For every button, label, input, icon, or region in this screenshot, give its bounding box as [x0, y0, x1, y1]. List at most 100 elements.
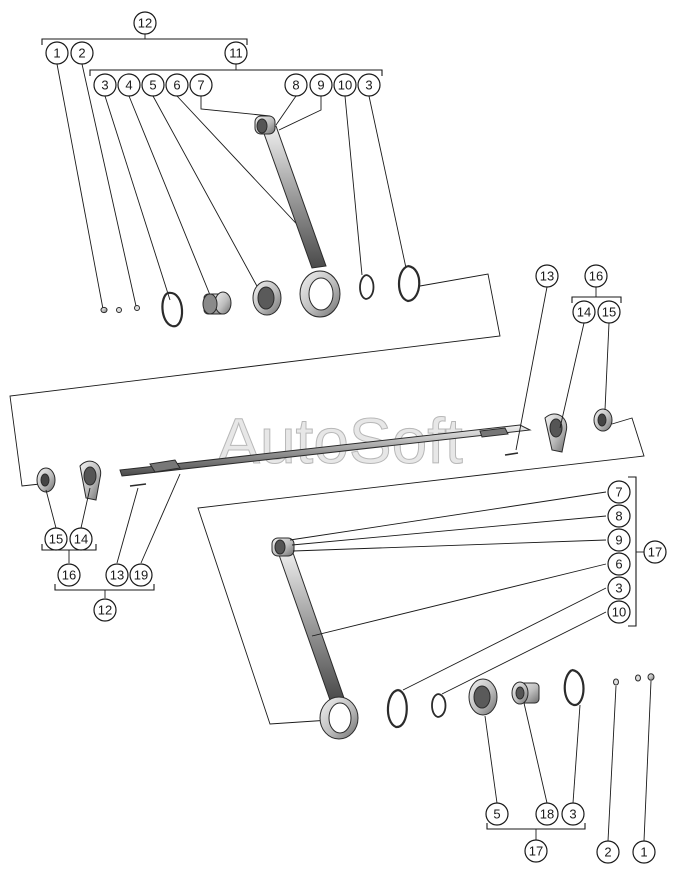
- svg-text:9: 9: [615, 533, 622, 548]
- assembly-link-line-top: [9, 273, 501, 487]
- callout-14-left: 14: [69, 527, 93, 551]
- callout-7-top: 7: [189, 73, 213, 97]
- callout-3b: 3: [357, 73, 381, 97]
- svg-text:3: 3: [365, 78, 372, 93]
- callout-6-top: 6: [165, 73, 189, 97]
- svg-text:17: 17: [529, 844, 543, 859]
- svg-text:16: 16: [589, 269, 603, 284]
- callout-13-right: 13: [535, 264, 559, 288]
- callout-6-lower: 6: [607, 552, 631, 576]
- bearing-15-left: [36, 467, 56, 493]
- callout-4: 4: [117, 73, 141, 97]
- washer-2-lower: [613, 674, 641, 686]
- small-nut-1-top: [100, 306, 108, 314]
- svg-text:1: 1: [640, 845, 647, 860]
- svg-text:18: 18: [540, 807, 554, 822]
- retaining-ring-3-lower-right: [563, 668, 585, 707]
- retaining-ring-10-lower: [431, 693, 447, 718]
- callout-13-left: 13: [105, 563, 129, 587]
- svg-text:5: 5: [149, 78, 156, 93]
- main-shaft-19: [119, 424, 532, 477]
- retaining-ring-3-lower: [386, 688, 408, 729]
- svg-text:12: 12: [98, 603, 112, 618]
- svg-text:1: 1: [53, 46, 60, 61]
- callout-3-lower: 3: [607, 576, 631, 600]
- connecting-rod-6-top: [254, 115, 341, 318]
- callout-9-top: 9: [309, 73, 333, 97]
- callout-8-lower: 8: [607, 504, 631, 528]
- bracket-12-top: [41, 34, 248, 45]
- retaining-ring-3b-top: [397, 264, 421, 303]
- callout-18: 18: [535, 802, 559, 826]
- callout-15-left: 15: [44, 527, 68, 551]
- key-13-right: [504, 452, 519, 456]
- svg-text:4: 4: [125, 78, 132, 93]
- callout-12-top: 12: [133, 11, 157, 35]
- assembly-link-line-bottom: [197, 417, 645, 725]
- svg-text:7: 7: [197, 78, 204, 93]
- callout-17-right: 17: [643, 540, 667, 564]
- key-13-left: [129, 483, 147, 487]
- callout-5-bottom: 5: [485, 802, 509, 826]
- svg-text:17: 17: [648, 545, 662, 560]
- leaders-shaft: [41, 286, 622, 598]
- bushing-18-lower: [511, 681, 540, 705]
- svg-text:15: 15: [49, 532, 63, 547]
- bearing-housing-14-left: [79, 460, 102, 501]
- svg-text:9: 9: [317, 78, 324, 93]
- callout-16-right: 16: [584, 264, 608, 288]
- callouts: 12 1 2 11 3 4 5 6 7 8 9 10 3 13 16 14 15…: [44, 11, 667, 864]
- callout-9-lower: 9: [607, 528, 631, 552]
- washer-2-top: [116, 305, 140, 313]
- connecting-rod-6-lower: [271, 537, 359, 740]
- svg-text:3: 3: [569, 807, 576, 822]
- callout-8-top: 8: [284, 73, 308, 97]
- callout-19: 19: [129, 563, 153, 587]
- svg-text:10: 10: [338, 78, 352, 93]
- svg-text:11: 11: [229, 46, 243, 61]
- callout-2-top: 2: [70, 41, 94, 65]
- callout-17-bottom: 17: [524, 839, 548, 863]
- svg-text:19: 19: [134, 568, 148, 583]
- svg-text:7: 7: [615, 485, 622, 500]
- bushing-4-top: [202, 291, 232, 315]
- svg-text:15: 15: [602, 305, 616, 320]
- svg-text:3: 3: [615, 581, 622, 596]
- bearing-housing-14-right: [544, 413, 568, 453]
- callout-1-bottom: 1: [632, 840, 656, 864]
- leaders-top: [56, 63, 407, 310]
- svg-text:14: 14: [74, 532, 88, 547]
- callout-16-left: 16: [57, 563, 81, 587]
- leaders-lower: [289, 476, 652, 842]
- bracket-11: [89, 64, 383, 76]
- svg-text:2: 2: [604, 845, 611, 860]
- callout-10-lower: 10: [607, 600, 631, 624]
- callout-11: 11: [224, 41, 248, 65]
- svg-text:12: 12: [138, 16, 152, 31]
- bearing-5-lower: [468, 678, 498, 716]
- svg-text:13: 13: [110, 568, 124, 583]
- svg-text:5: 5: [493, 807, 500, 822]
- retaining-ring-3-top: [161, 291, 184, 328]
- svg-text:10: 10: [612, 605, 626, 620]
- svg-text:6: 6: [173, 78, 180, 93]
- callout-3-bottom: 3: [561, 802, 585, 826]
- callout-3a: 3: [93, 73, 117, 97]
- callout-14-right: 14: [572, 300, 596, 324]
- callout-5-top: 5: [141, 73, 165, 97]
- svg-text:6: 6: [615, 557, 622, 572]
- callout-12-bottom: 12: [93, 598, 117, 622]
- callout-7-lower: 7: [607, 480, 631, 504]
- svg-text:13: 13: [540, 269, 554, 284]
- svg-text:2: 2: [78, 46, 85, 61]
- svg-text:14: 14: [577, 305, 591, 320]
- svg-text:8: 8: [292, 78, 299, 93]
- svg-text:16: 16: [62, 568, 76, 583]
- retaining-ring-10-top: [359, 274, 375, 300]
- bearing-15-right: [593, 408, 613, 432]
- callout-1-top: 1: [45, 41, 69, 65]
- svg-text:8: 8: [615, 509, 622, 524]
- callout-15-right: 15: [597, 300, 621, 324]
- svg-text:3: 3: [101, 78, 108, 93]
- callout-2-bottom: 2: [596, 840, 620, 864]
